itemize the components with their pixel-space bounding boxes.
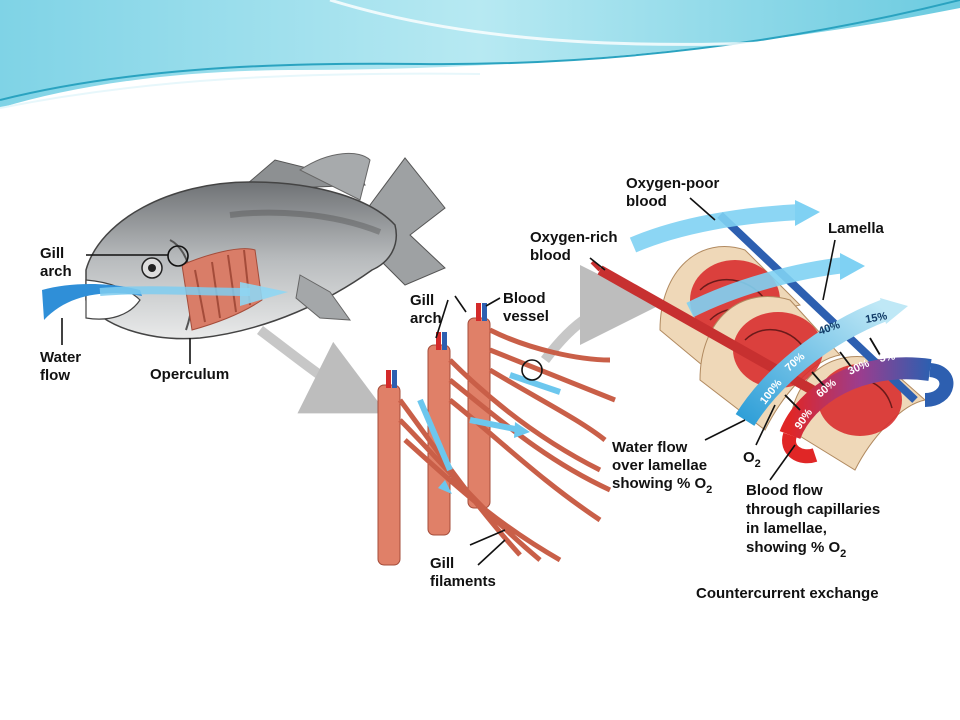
label-oxygen-rich-line2: blood	[530, 247, 571, 264]
label-water-flow-line1: Water	[40, 349, 81, 366]
zoom-arrow-1	[256, 326, 387, 414]
label-o2: O2	[743, 449, 761, 470]
label-water-over-line3: showing % O2	[612, 475, 712, 496]
label-countercurrent: Countercurrent exchange	[696, 585, 879, 602]
label-blood-vessel-line2: vessel	[503, 308, 549, 325]
label-gill-arch-line1: Gill	[40, 245, 64, 262]
subscript-2: 2	[840, 548, 846, 560]
fish-illustration	[85, 152, 446, 340]
leader-lines	[61, 197, 836, 566]
water-flow-arrow-fish	[42, 282, 288, 320]
label-blood-vessel-line1: Blood	[503, 290, 546, 307]
gill-filaments-illustration	[377, 303, 616, 566]
subscript-2: 2	[706, 484, 712, 496]
zoom-arrow-2	[541, 265, 660, 364]
label-oxygen-poor-line1: Oxygen-poor	[626, 175, 720, 192]
label-blood-through-line1: Blood flow	[746, 482, 823, 499]
o2-transfer-ticks	[784, 337, 881, 411]
lamellae-illustration	[590, 200, 927, 471]
label-blood-through-line2: through capillaries	[746, 501, 880, 518]
blood-pct-5: 5%	[878, 350, 896, 365]
countercurrent-water-band	[735, 298, 908, 426]
subscript-2: 2	[755, 458, 761, 470]
countercurrent-blood-band	[779, 357, 954, 464]
label-blood-through-line3: in lamellae,	[746, 520, 827, 537]
label-gill-arch-mid-line2: arch	[410, 310, 442, 327]
label-oxygen-rich-line1: Oxygen-rich	[530, 229, 618, 246]
label-gill-arch-line2: arch	[40, 263, 72, 280]
header-swoosh	[0, 0, 960, 109]
label-gill-arch-mid-line1: Gill	[410, 292, 434, 309]
label-blood-through-line4: showing % O2	[746, 539, 846, 560]
label-oxygen-poor-line2: blood	[626, 193, 667, 210]
label-gill-filaments-line1: Gill	[430, 555, 454, 572]
label-operculum: Operculum	[150, 366, 229, 383]
label-water-flow-line2: flow	[40, 367, 70, 384]
label-water-over-line2: over lamellae	[612, 457, 707, 474]
label-lamella: Lamella	[828, 220, 885, 237]
water-pct-15: 15%	[864, 310, 888, 326]
label-gill-filaments-line2: filaments	[430, 573, 496, 590]
label-water-over-line1: Water flow	[612, 439, 688, 456]
